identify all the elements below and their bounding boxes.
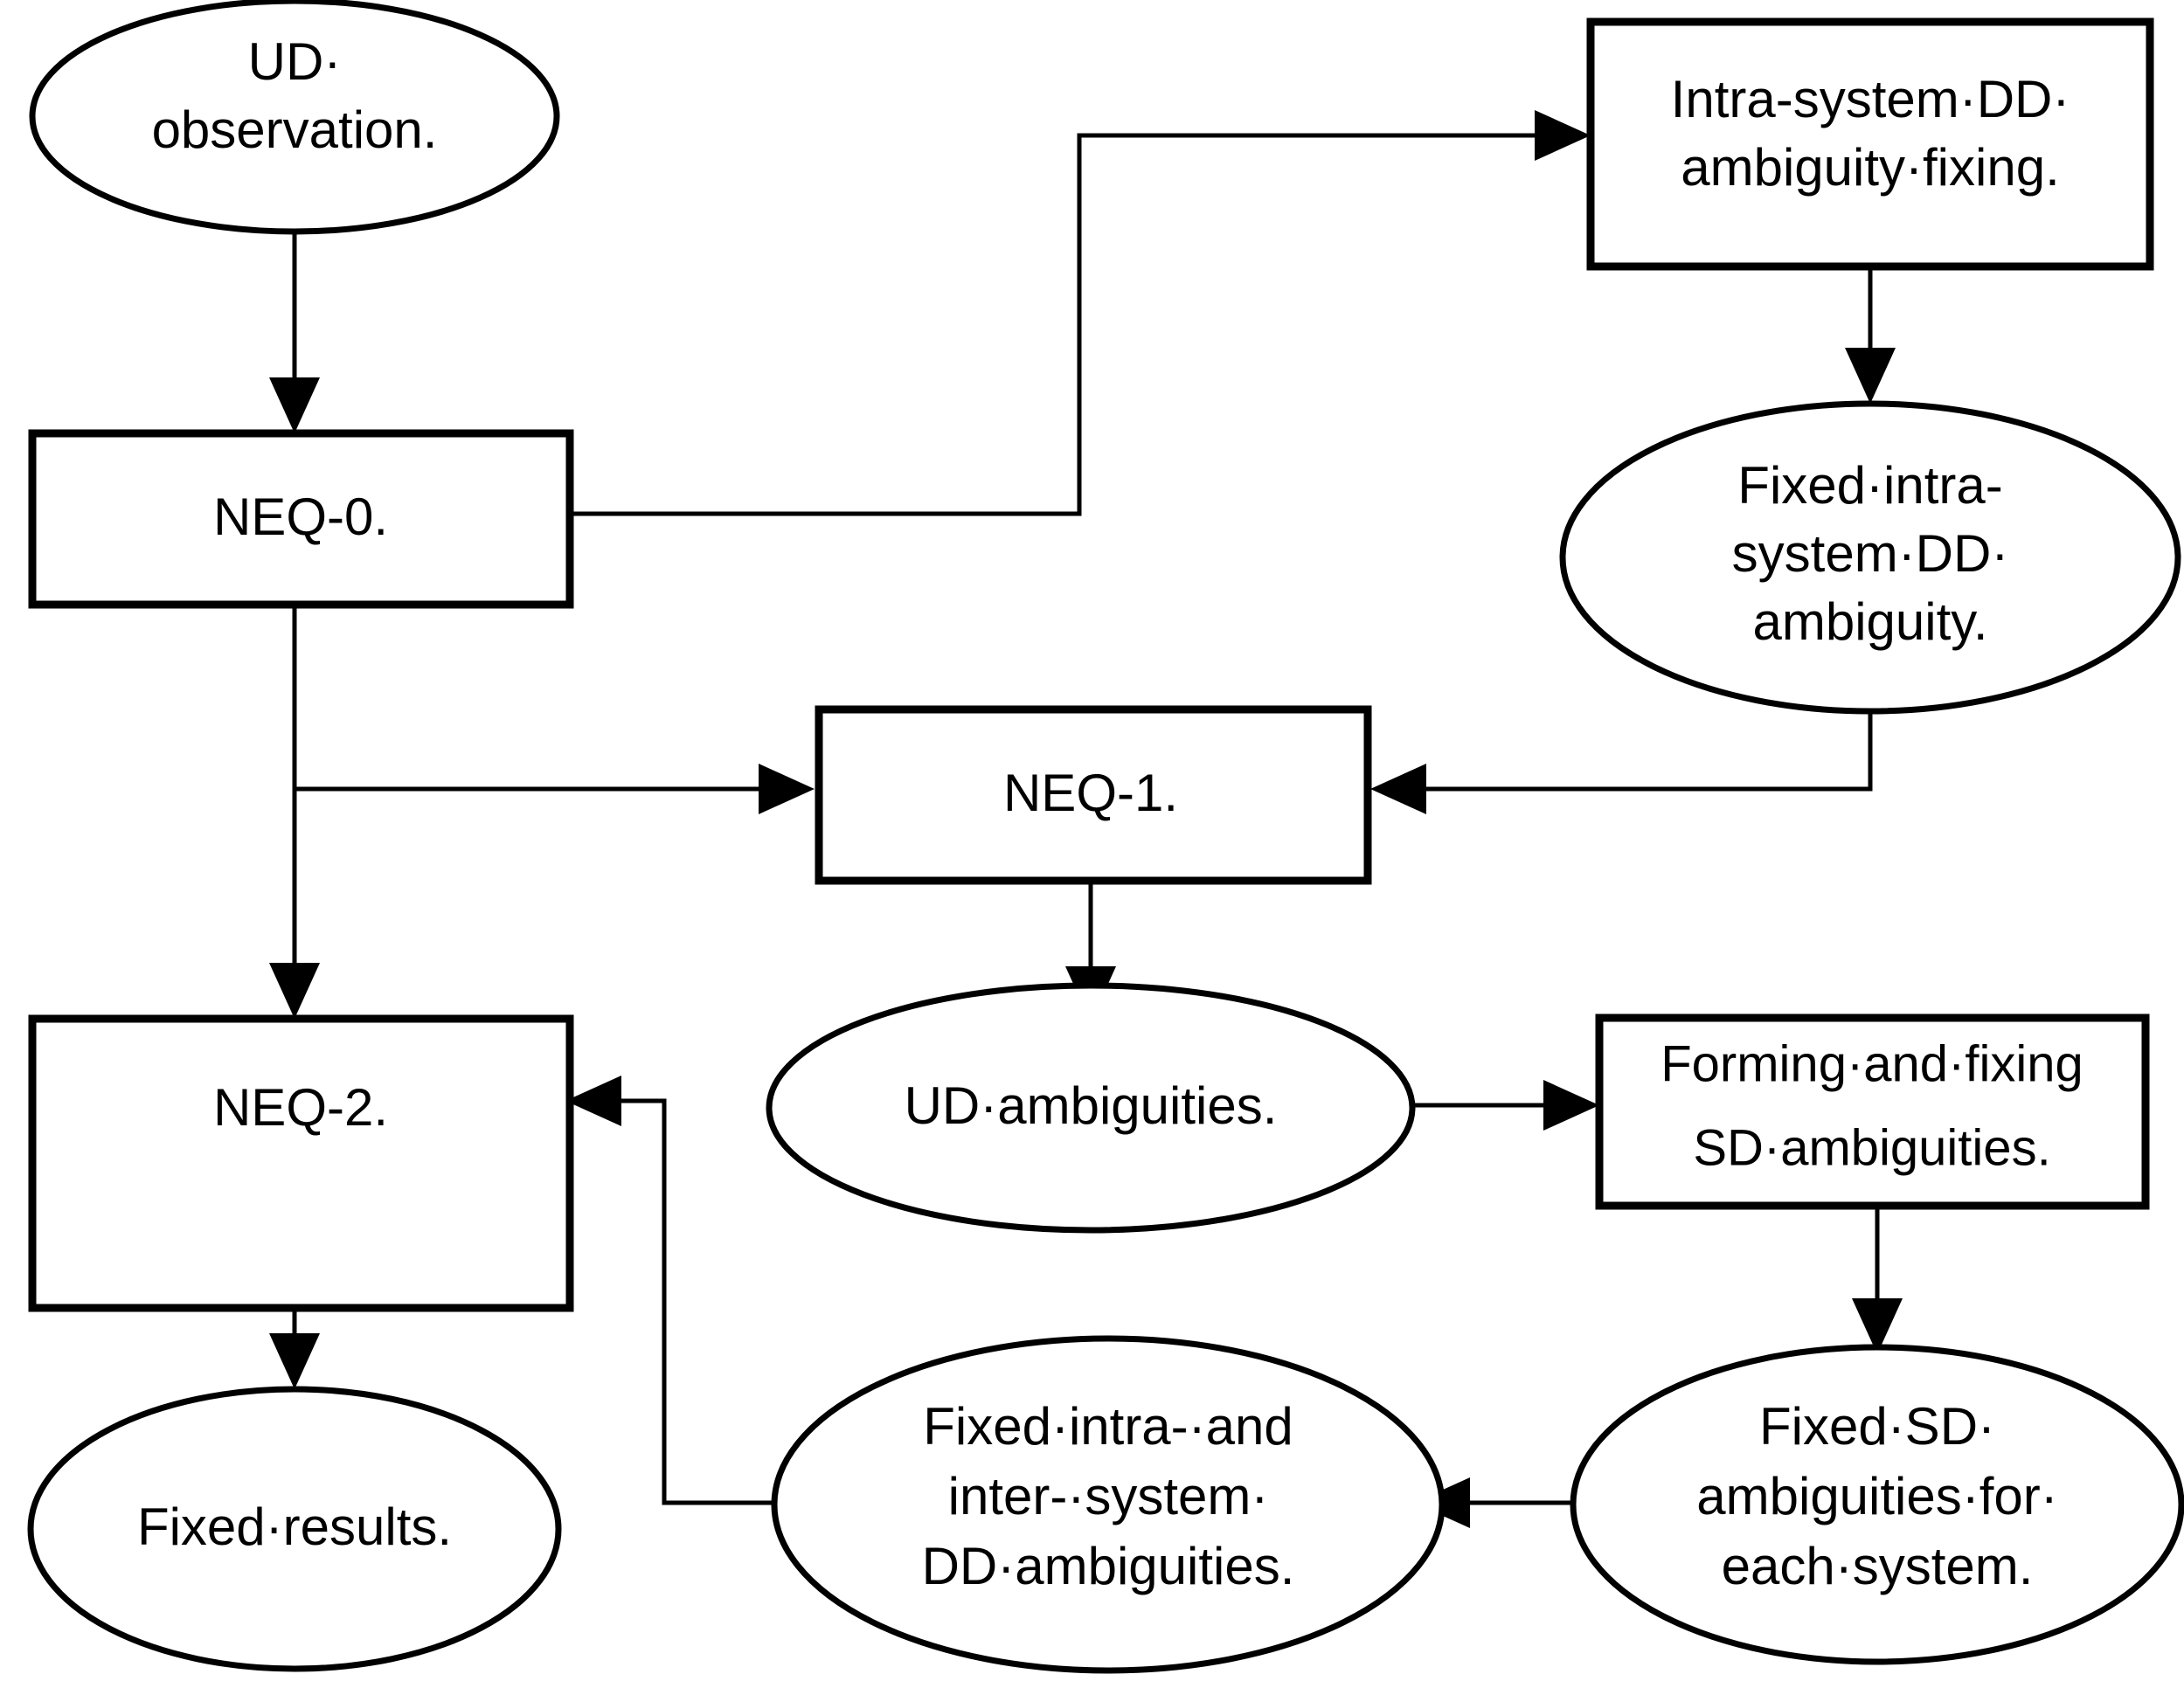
edge-ud-observation-to-neq-0 [269,232,320,433]
node-forming-sd-line-0: Forming·and·fixing [1661,1035,2083,1092]
node-fixed-intra-dd-line-0: Fixed·intra- [1737,456,2002,515]
edge-neq-2-to-fixed-results [269,1308,320,1389]
node-fixed-sd-line-2: each·system. [1722,1537,2034,1595]
node-neq-1-label: NEQ-1. [1003,764,1178,822]
edge-neq-0-to-neq-2 [269,605,320,1019]
node-neq-2[interactable]: NEQ-2. [28,1014,574,1312]
node-ud-observation-line-1: observation. [152,100,438,159]
edge-neq-0-to-intra-system-fixing [570,110,1591,516]
node-forming-sd-line-1: SD·ambiguities. [1693,1119,2050,1176]
node-intra-system-fixing-line-0: Intra-system·DD· [1671,70,2070,128]
node-fixed-intra-inter-dd-line-2: DD·ambiguities. [922,1537,1295,1595]
node-ud-ambiguities-label: UD·ambiguities. [905,1076,1278,1135]
node-fixed-sd-line-0: Fixed·SD· [1759,1397,1995,1456]
node-fixed-intra-and-inter-system-dd-ambiguities[interactable]: Fixed·intra-·and inter-·system· DD·ambig… [771,1335,1446,1674]
node-fixed-sd-line-1: ambiguities·for· [1696,1467,2057,1525]
node-intra-system-dd-ambiguity-fixing[interactable]: Intra-system·DD· ambiguity·fixing. [1586,17,2154,271]
edge-fixed-intra-inter-dd-to-neq-2 [565,1076,773,1505]
edge-ud-ambiguities-to-forming-sd [1409,1080,1599,1131]
node-fixed-intra-dd-line-1: system·DD· [1732,524,2009,583]
node-ud-ambiguities[interactable]: UD·ambiguities. [766,982,1416,1234]
node-neq-0[interactable]: NEQ-0. [28,429,574,609]
node-ud-observation-line-0: UD· [248,32,342,91]
node-neq-1[interactable]: NEQ-1. [815,705,1372,885]
edge-neq-0-to-neq-1 [295,764,815,814]
edge-fixed-intra-dd-to-neq-1 [1370,708,1873,814]
edge-forming-sd-to-fixed-sd [1852,1206,1903,1354]
node-fixed-intra-system-dd-ambiguity[interactable]: Fixed·intra- system·DD· ambiguity. [1559,400,2181,715]
node-fixed-results[interactable]: Fixed·results. [27,1386,562,1672]
node-fixed-results-label: Fixed·results. [137,1498,452,1556]
node-ud-observation[interactable]: UD· observation. [29,0,560,235]
edge-intra-system-fixing-to-fixed-intra-dd [1845,266,1896,404]
node-fixed-sd-ambiguities-each-system[interactable]: Fixed·SD· ambiguities·for· each·system. [1570,1344,2184,1665]
node-fixed-intra-inter-dd-line-1: inter-·system· [948,1467,1269,1525]
node-neq-0-label: NEQ-0. [213,488,388,546]
node-intra-system-fixing-line-1: ambiguity·fixing. [1681,138,2060,197]
node-neq-2-label: NEQ-2. [213,1078,388,1137]
node-fixed-intra-inter-dd-line-0: Fixed·intra-·and [923,1397,1293,1456]
node-fixed-intra-dd-line-2: ambiguity. [1752,592,1987,651]
node-forming-and-fixing-sd-ambiguities[interactable]: Forming·and·fixing SD·ambiguities. [1595,1013,2150,1210]
